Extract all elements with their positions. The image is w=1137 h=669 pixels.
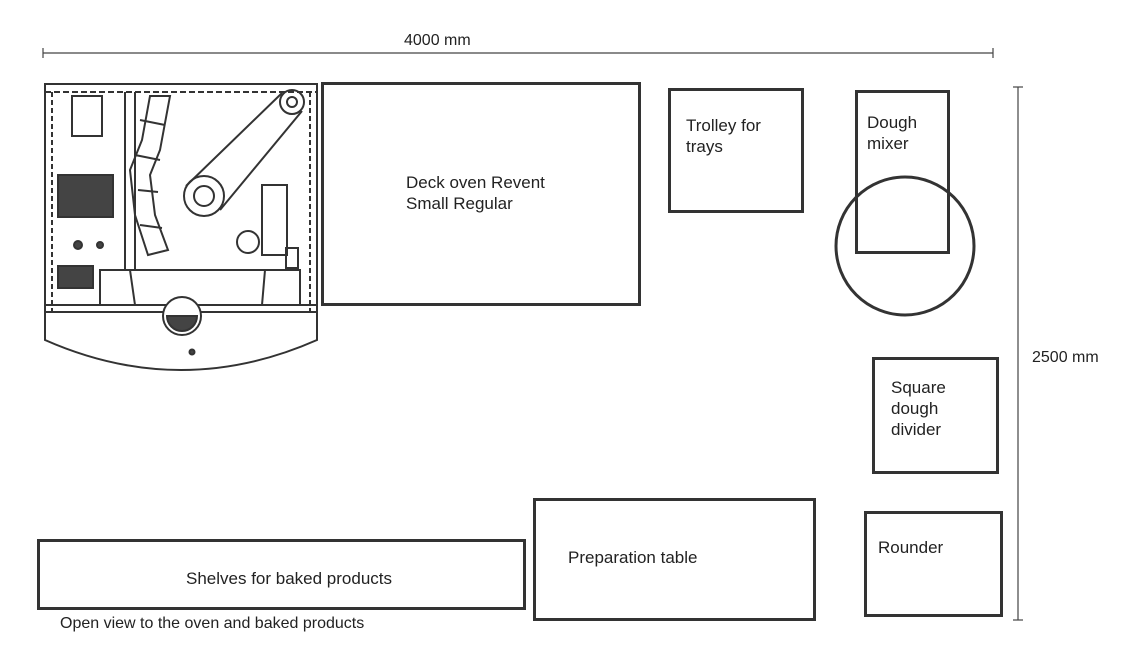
dough-mixer-box (855, 90, 950, 254)
deck-oven-label: Deck oven Revent Small Regular (406, 173, 545, 213)
prep-table-label: Preparation table (568, 548, 698, 567)
dough-mixer-label: Dough mixer (867, 113, 918, 153)
width-label: 4000 mm (404, 32, 471, 49)
rounder-label: Rounder (878, 538, 944, 557)
shelves-label: Shelves for baked products (186, 569, 393, 588)
trolley-label: Trolley for trays (686, 116, 761, 156)
trolley-box (668, 88, 804, 213)
rounder-box (864, 511, 1003, 617)
dough-divider-label: Square dough divider (891, 378, 946, 439)
width-dimension-line (42, 48, 994, 58)
rack-oven-drawing (44, 83, 318, 371)
height-dimension-line (1013, 86, 1023, 621)
prep-table-box (533, 498, 816, 621)
height-label: 2500 mm (1032, 349, 1099, 366)
dough-divider-box (872, 357, 999, 474)
deck-oven-box (321, 82, 641, 306)
open-view-note: Open view to the oven and baked products (60, 615, 365, 632)
shelves-box (37, 539, 526, 610)
mixer-bowl (834, 175, 976, 317)
